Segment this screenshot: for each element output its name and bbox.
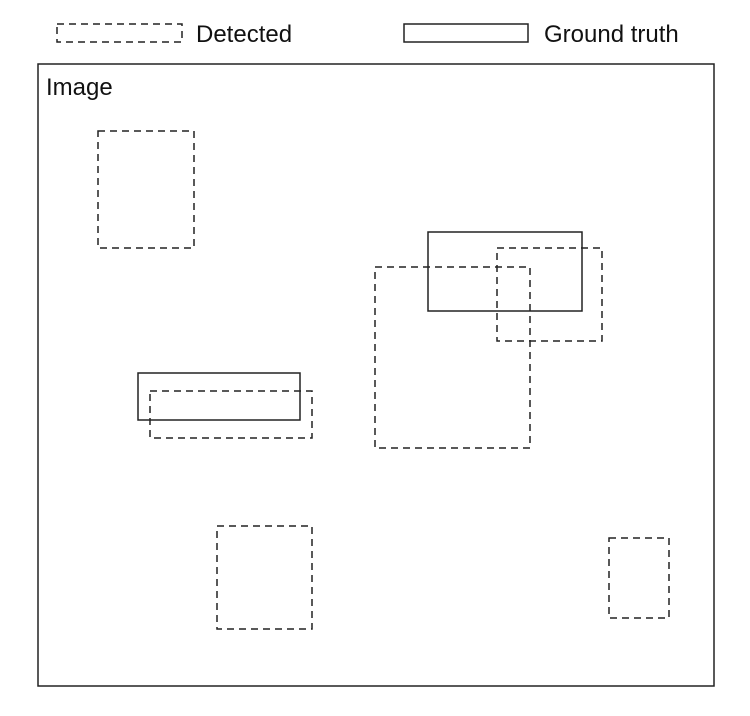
- image-frame: Image: [37, 63, 715, 687]
- image-border: [37, 63, 715, 687]
- detected-box: [216, 525, 313, 630]
- legend-ground-truth-label: Ground truth: [544, 21, 679, 48]
- detected-box: [149, 390, 313, 439]
- ground-truth-box: [137, 372, 301, 421]
- detected-box: [97, 130, 195, 249]
- image-label: Image: [46, 74, 113, 101]
- detected-box: [374, 266, 531, 449]
- ground-truth-box: [427, 231, 583, 312]
- legend-ground-truth-swatch: [403, 23, 529, 43]
- ground-truth-boxes: [137, 231, 583, 421]
- detected-box: [496, 247, 603, 342]
- legend-detected-swatch: [56, 23, 183, 43]
- detected-boxes: [97, 130, 670, 630]
- legend-detected-label: Detected: [196, 21, 292, 48]
- detected-box: [608, 537, 670, 619]
- legend: Detected Ground truth: [56, 21, 679, 48]
